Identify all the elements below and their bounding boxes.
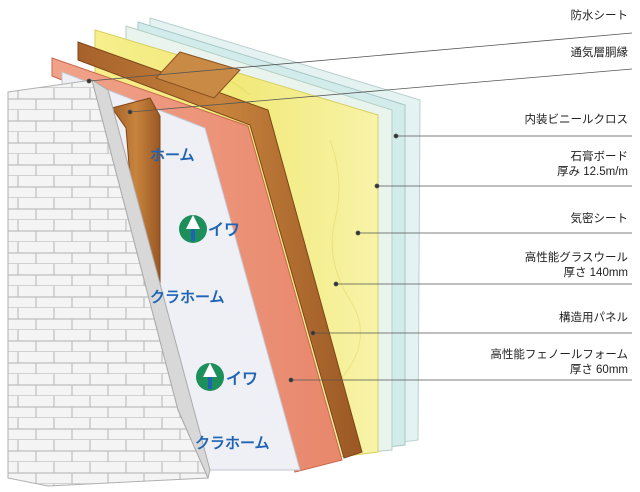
label-waterproof-sheet: 防水シート [571, 9, 629, 24]
label-structural-panel: 構造用パネル [559, 311, 628, 326]
label-gypsum-board: 石膏ボード 厚み 12.5m/m [557, 150, 628, 180]
label-gypsum-board-thickness: 厚み 12.5m/m [557, 165, 628, 180]
leader-dot-waterproof [87, 79, 91, 83]
label-waterproof-sheet-title: 防水シート [571, 9, 629, 24]
label-phenol-foam-title: 高性能フェノールフォーム [490, 348, 628, 363]
label-phenol-foam: 高性能フェノールフォーム 厚さ 60mm [490, 348, 628, 378]
label-glass-wool: 高性能グラスウール 厚さ 140mm [525, 251, 628, 281]
label-glass-wool-thickness: 厚さ 140mm [525, 266, 628, 281]
logo-text-top: ホーム [150, 147, 195, 164]
leader-dot-wool [334, 282, 338, 286]
leader-dot-foam [289, 378, 293, 382]
label-interior-vinyl-cloth-title: 内装ビニールクロス [525, 113, 629, 128]
logo-text-bottom: クラホーム [195, 435, 270, 452]
label-glass-wool-title: 高性能グラスウール [525, 251, 628, 266]
label-structural-panel-title: 構造用パネル [559, 311, 628, 326]
leader-dot-vinyl [394, 134, 398, 138]
label-airtight-sheet-title: 気密シート [571, 212, 629, 227]
logo-mark-2 [196, 363, 224, 391]
leader-dot-batten [128, 110, 132, 114]
label-ventilation-batten: 通気層胴縁 [571, 46, 629, 61]
label-phenol-foam-thickness: 厚さ 60mm [490, 363, 628, 378]
logo-mark-1 [179, 215, 207, 243]
label-gypsum-board-title: 石膏ボード [557, 150, 628, 165]
leader-dot-gypsum [375, 184, 379, 188]
logo-text-1: イワ [208, 222, 240, 239]
label-airtight-sheet: 気密シート [571, 212, 629, 227]
label-interior-vinyl-cloth: 内装ビニールクロス [525, 113, 629, 128]
label-ventilation-batten-title: 通気層胴縁 [571, 46, 629, 61]
leader-dot-airtight [356, 231, 360, 235]
logo-text-middle: クラホーム [150, 289, 225, 306]
leader-dot-panel [311, 331, 315, 335]
logo-text-2: イワ [226, 371, 258, 388]
